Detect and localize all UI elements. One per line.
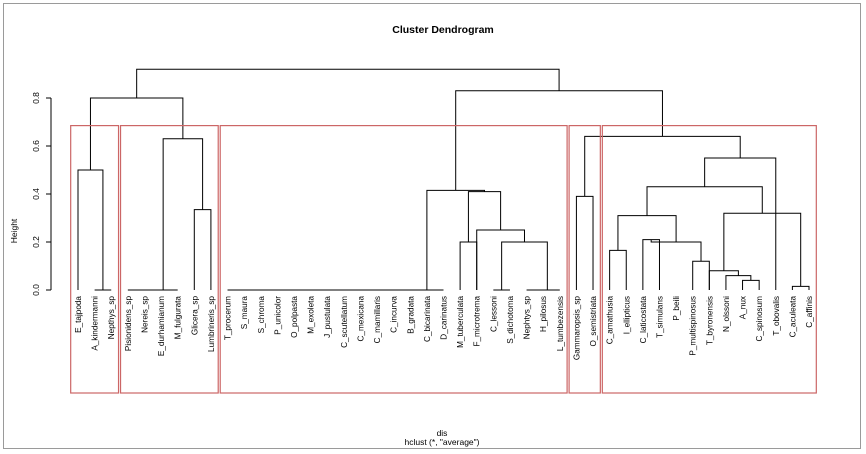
leaf-label: Nephtys_sp — [523, 296, 532, 340]
dendrogram-branch — [467, 191, 502, 242]
dendrogram-branch — [89, 97, 184, 170]
leaf-label: Nereis_sp — [140, 296, 149, 333]
leaf-label: M_fulgurata — [174, 296, 183, 340]
dendrogram-branch — [617, 215, 677, 251]
leaf-label: T_simulans — [655, 296, 664, 338]
chart-title: Cluster Dendrogram — [392, 24, 494, 36]
y-tick-label: 0.6 — [31, 140, 41, 152]
y-tick-label: 0.2 — [31, 236, 41, 248]
dendrogram-branch — [193, 209, 212, 290]
leaf-label: C_spinosum — [755, 296, 764, 342]
dendrogram-branch — [646, 186, 763, 216]
leaf-label: C_incurva — [390, 296, 399, 333]
leaf-label: T_obovalis — [772, 296, 781, 336]
dendrogram-branch — [742, 279, 760, 290]
leaf-label: E_durhamianum — [157, 296, 166, 356]
y-axis-label: Height — [9, 218, 19, 243]
leaf-label: C_bicarinata — [423, 296, 432, 342]
leaf-label: C_lessoni — [489, 296, 498, 332]
x-axis-label: dis — [437, 428, 448, 438]
dendrogram-branch — [575, 195, 594, 290]
leaf-label: Pisionidens_sp — [124, 296, 133, 352]
y-tick-label: 0.8 — [31, 92, 41, 104]
leaf-label: J_pustulata — [323, 296, 332, 338]
cluster-rectangles — [70, 124, 817, 394]
cluster-rect — [219, 124, 568, 394]
leaf-label: S_maura — [240, 296, 249, 330]
y-tick-label: 0.4 — [31, 188, 41, 200]
dendrogram-plot: Cluster Dendrogram Height dis hclust (*,… — [9, 24, 817, 447]
leaf-label: A_nux — [739, 296, 748, 319]
dendrogram-branch — [476, 229, 525, 290]
leaf-label: T_byronensis — [705, 296, 714, 345]
leaf-label: N_olssoni — [722, 296, 731, 332]
leaf-label: H_pilosus — [539, 296, 548, 332]
leaf-label: C_mamillaris — [373, 296, 382, 343]
dendrogram-branch — [162, 138, 204, 290]
dendrogram-branch — [584, 135, 741, 197]
dendrogram-branch — [791, 285, 810, 290]
leaf-label: M_tuberculata — [456, 296, 465, 348]
leaf-label: P_multispinosus — [689, 296, 698, 356]
dendrogram-branch — [136, 68, 560, 98]
dendrogram-branch — [426, 189, 486, 290]
leaf-label: A_kindermanni — [91, 296, 100, 351]
dendrogram-branch — [642, 239, 660, 290]
leaf-label: S_dichotoma — [506, 296, 515, 344]
dendrogram-branch — [650, 239, 702, 262]
leaf-label: Gammaropsis_sp — [572, 296, 581, 361]
chart-frame: Cluster Dendrogram Height dis hclust (*,… — [3, 3, 861, 449]
leaf-labels: E_tajpoda A_kindermanni Nepthys_sp Pisionid… — [74, 296, 814, 361]
dendrogram-branch — [501, 241, 548, 290]
cluster-rect — [568, 124, 601, 394]
leaf-label: C_affinis — [805, 296, 814, 328]
leaf-label: Nepthys_sp — [107, 296, 116, 340]
leaf-label: P_unicolor — [273, 296, 282, 335]
cluster-rect — [601, 124, 817, 394]
leaf-label: O_polpasta — [290, 296, 299, 338]
leaf-label: Lumbrineris_sp — [207, 296, 216, 352]
dendrogram-branch — [725, 275, 752, 290]
leaf-label: C_laticostata — [639, 296, 648, 344]
dendrogram-branch — [609, 249, 627, 290]
leaf-label: S_chroma — [257, 296, 266, 334]
cluster-rect — [70, 124, 120, 394]
dendrogram-branch — [459, 241, 478, 290]
dendrogram-branch — [692, 260, 710, 290]
y-axis: 0.0 0.2 0.4 0.6 0.8 — [31, 92, 52, 296]
leaf-label: T_procerum — [224, 296, 233, 340]
y-tick-label: 0.0 — [31, 284, 41, 296]
leaf-label: C_aculeata — [788, 296, 797, 338]
leaf-label: D_carinatus — [440, 296, 449, 340]
method-subtitle: hclust (*, "average") — [404, 437, 479, 447]
leaf-label: B_gradata — [406, 296, 415, 334]
leaf-label: E_tajpoda — [74, 296, 83, 333]
dendrogram-branch — [704, 157, 777, 290]
dendrogram-tree — [77, 68, 810, 291]
dendrogram-branch — [455, 90, 663, 191]
leaf-label: I_ellipticus — [622, 296, 631, 334]
leaf-label: O_semistriata — [589, 296, 598, 347]
dendrogram-branch — [77, 169, 104, 290]
leaf-label: P_beili — [672, 296, 681, 321]
leaf-label: L_tumbezensis — [556, 296, 565, 351]
leaf-label: Glicera_sp — [190, 296, 199, 336]
leaf-label: C_scutellatum — [340, 296, 349, 348]
dendrogram-branch — [708, 270, 739, 290]
leaf-label: F_microtrema — [473, 296, 482, 347]
cluster-rect — [119, 124, 219, 394]
leaf-label: C_mexicana — [356, 296, 365, 342]
leaf-label: M_exoleta — [307, 296, 316, 334]
leaf-label: C_amathusia — [606, 296, 615, 345]
